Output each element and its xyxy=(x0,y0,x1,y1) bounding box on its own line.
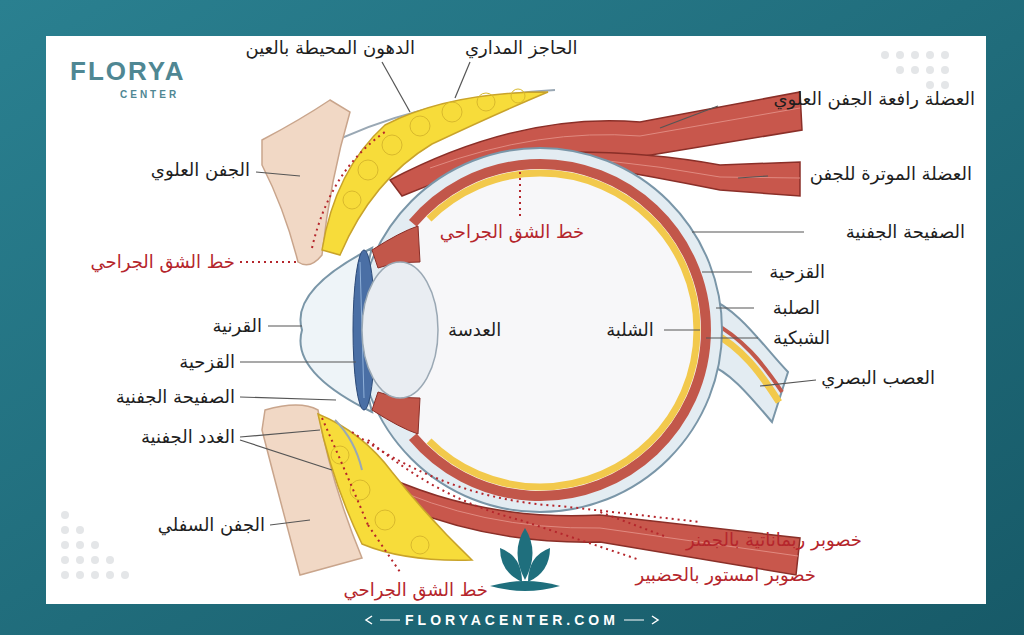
watermark: FLORYA xyxy=(70,56,186,87)
part-label: القرنية xyxy=(212,315,262,337)
part-label: الدهون المحيطة بالعين xyxy=(245,37,415,59)
incision-label: خصوبر ربماناتية بالجمنر xyxy=(686,529,862,551)
part-label: الجفن السفلي xyxy=(158,514,265,536)
incision-label: خط الشق الجراحي xyxy=(440,221,584,243)
part-label: القزحية xyxy=(179,351,235,373)
part-label: الصلبة xyxy=(773,297,820,319)
part-label: الجفن العلوي xyxy=(151,159,250,181)
incision-label: خط الشق الجراحي xyxy=(344,579,488,601)
part-label: الحاجز المداري xyxy=(465,37,578,59)
part-label: الصفيحة الجفنية xyxy=(116,386,235,408)
watermark: CENTER xyxy=(120,89,179,101)
part-label: العصب البصري xyxy=(821,367,935,389)
part-label: الغدد الجفنية xyxy=(141,426,235,448)
part-label: العضلة الموترة للجفن xyxy=(810,163,972,185)
part-label: الشبكية xyxy=(773,327,830,349)
part-label: القزحية xyxy=(769,261,825,283)
part-label: الشلبة xyxy=(606,319,654,341)
watermark: FLORYACENTER.COM xyxy=(405,612,619,629)
part-label: الصفيحة الجفنية xyxy=(846,221,965,243)
part-label: العدسة xyxy=(448,319,501,341)
incision-label: خط الشق الجراحي xyxy=(91,251,235,273)
incision-label: خصوبر امستور بالحضبير xyxy=(635,564,816,586)
part-label: العضلة رافعة الجفن العلوي xyxy=(773,88,975,110)
